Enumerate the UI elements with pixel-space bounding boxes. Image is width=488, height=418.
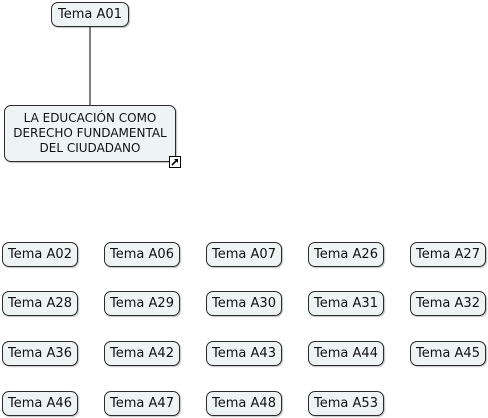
topic-node[interactable]: Tema A30 (206, 291, 282, 316)
node-root-label: Tema A01 (58, 7, 122, 22)
topic-node-label: Tema A36 (8, 346, 72, 361)
topic-node[interactable]: Tema A26 (308, 242, 384, 267)
topic-node-label: Tema A47 (110, 396, 174, 411)
topic-node-label: Tema A27 (416, 247, 480, 262)
topic-node-label: Tema A30 (212, 296, 276, 311)
topic-node[interactable]: Tema A32 (410, 291, 486, 316)
topic-node[interactable]: Tema A29 (104, 291, 180, 316)
topic-node[interactable]: Tema A45 (410, 341, 486, 366)
external-link-icon[interactable] (169, 156, 181, 168)
topic-node[interactable]: Tema A36 (2, 341, 78, 366)
topic-node-label: Tema A44 (314, 346, 378, 361)
topic-node[interactable]: Tema A43 (206, 341, 282, 366)
topic-node[interactable]: Tema A53 (308, 391, 384, 416)
topic-node-label: Tema A31 (314, 296, 378, 311)
topic-node[interactable]: Tema A47 (104, 391, 180, 416)
topic-node[interactable]: Tema A06 (104, 242, 180, 267)
topic-node-label: Tema A26 (314, 247, 378, 262)
topic-node[interactable]: Tema A27 (410, 242, 486, 267)
topic-node-label: Tema A53 (314, 396, 378, 411)
topic-node-label: Tema A42 (110, 346, 174, 361)
topic-node-label: Tema A29 (110, 296, 174, 311)
topic-node-label: Tema A43 (212, 346, 276, 361)
topic-node-label: Tema A48 (212, 396, 276, 411)
topic-node[interactable]: Tema A02 (2, 242, 78, 267)
topic-node-label: Tema A32 (416, 296, 480, 311)
topic-node[interactable]: Tema A31 (308, 291, 384, 316)
topic-node-label: Tema A06 (110, 247, 174, 262)
topic-node-label: Tema A28 (8, 296, 72, 311)
topic-node[interactable]: Tema A07 (206, 242, 282, 267)
topic-node-label: Tema A02 (8, 247, 72, 262)
topic-node-label: Tema A46 (8, 396, 72, 411)
topic-node-label: Tema A07 (212, 247, 276, 262)
topic-node[interactable]: Tema A44 (308, 341, 384, 366)
topic-node-label: Tema A45 (416, 346, 480, 361)
node-main[interactable]: LA EDUCACIÓN COMO DERECHO FUNDAMENTAL DE… (4, 105, 176, 162)
node-main-label: LA EDUCACIÓN COMO DERECHO FUNDAMENTAL DE… (13, 111, 167, 155)
topic-node[interactable]: Tema A48 (206, 391, 282, 416)
node-root[interactable]: Tema A01 (51, 2, 129, 27)
topic-node[interactable]: Tema A46 (2, 391, 78, 416)
topic-node[interactable]: Tema A28 (2, 291, 78, 316)
topic-node[interactable]: Tema A42 (104, 341, 180, 366)
